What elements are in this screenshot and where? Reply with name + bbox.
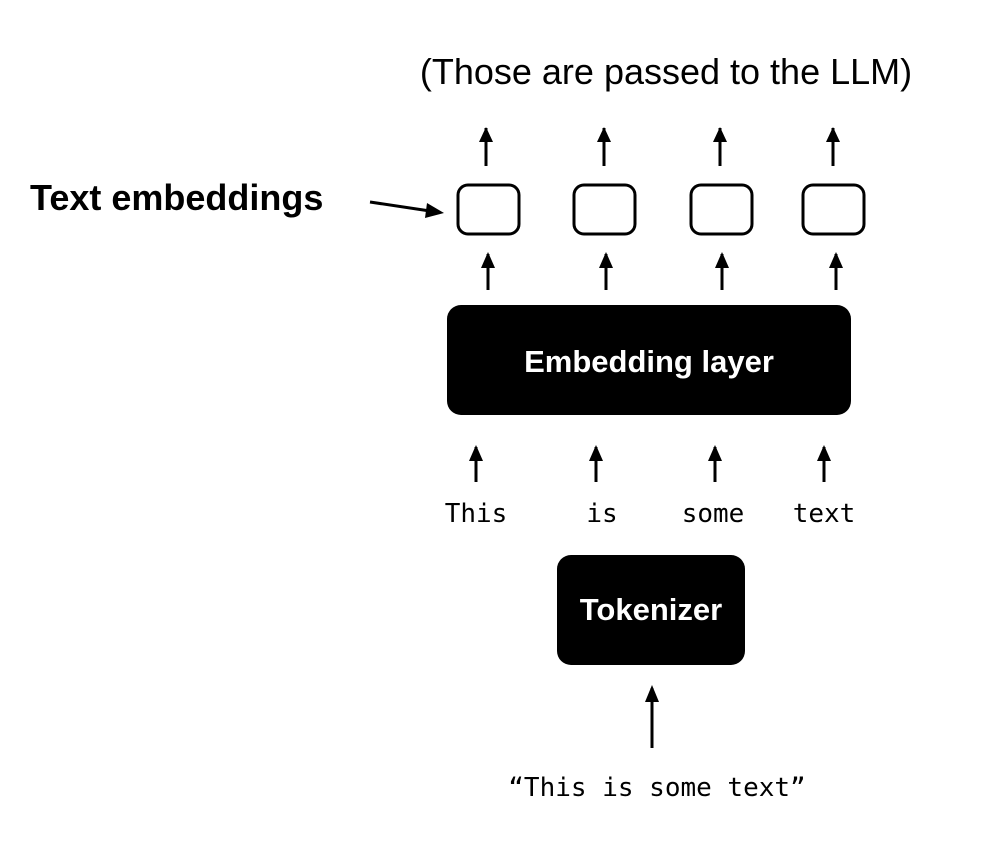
- tokenizer-label: Tokenizer: [580, 592, 722, 627]
- embedding-layer-arrows: [481, 252, 843, 290]
- token-text: text: [793, 499, 856, 529]
- output-arrowhead-3: [713, 127, 727, 142]
- tokens: This is some text: [445, 499, 856, 529]
- tokenizer-box: [557, 555, 745, 665]
- output-caption: (Those are passed to the LLM): [420, 51, 912, 92]
- output-arrowhead-2: [597, 127, 611, 142]
- embeddings-label: Text embeddings: [30, 177, 323, 218]
- embeddings-pointer-arrowhead: [425, 203, 444, 218]
- output-arrowhead-4: [826, 127, 840, 142]
- token-this: This: [445, 499, 508, 529]
- embedding-vector-4: [801, 183, 866, 236]
- input-arrowhead: [645, 685, 659, 702]
- embedding-vector-1: [456, 183, 521, 236]
- embedding-vector-3: [689, 183, 754, 236]
- embedding-vectors: [456, 183, 866, 236]
- token-arrows: [469, 445, 831, 482]
- embedding-layer-box: [447, 305, 851, 415]
- embeddings-pointer-arrow: [369, 200, 431, 213]
- embedding-vector-2: [572, 183, 637, 236]
- output-arrowhead-1: [479, 127, 493, 142]
- output-arrows: [479, 127, 840, 166]
- embedding-layer-label: Embedding layer: [524, 344, 774, 379]
- input-text: “This is some text”: [508, 773, 805, 803]
- token-some: some: [682, 499, 745, 529]
- token-is: is: [586, 499, 617, 529]
